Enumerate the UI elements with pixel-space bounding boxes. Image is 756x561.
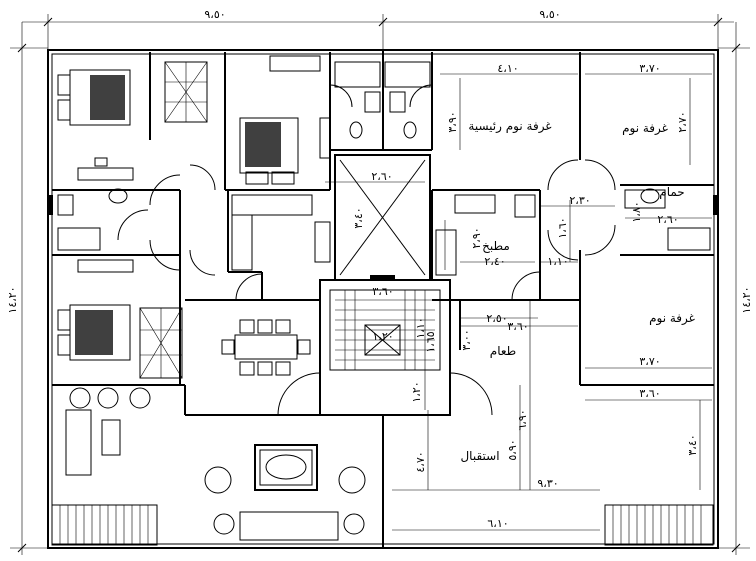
room-bedroom-top: غرفة نوم (622, 121, 668, 136)
dim-kitchen-width: ٢،٤٠ (484, 255, 505, 268)
top-dimension-line: ٩،٥٠ ٩،٥٠ (22, 8, 734, 52)
dim-reception-h3: ٤،٧٠ (414, 451, 427, 472)
wardrobe-icon (139, 307, 183, 379)
dim-hall: ١،٦٠ (556, 217, 569, 238)
dim-bath-width2: ٢،٦٠ (657, 213, 678, 226)
room-reception: استقبال (460, 449, 499, 463)
dim-bed3-width: ٣،٧٠ (639, 355, 660, 368)
dim-kitchen-depth: ٢،٩٠ (470, 227, 483, 248)
stair-core (277, 154, 493, 416)
dim-reception-h1: ٦،٩٠ (516, 409, 529, 430)
interior-dimension-lines (325, 73, 712, 531)
room-dining: طعام (490, 344, 516, 358)
dim-bed2-width: ٣،٧٠ (639, 62, 660, 75)
dim-bath-width: ٢،٣٠ (569, 194, 590, 207)
dim-right-height: ١٤،٢٠ (740, 286, 753, 313)
dim-top-right: ٩،٥٠ (539, 8, 560, 21)
dim-living-height: ٣،٤٠ (686, 434, 699, 455)
stair-treads (335, 290, 435, 370)
right-dimension-line: ١٤،٢٠ (718, 22, 753, 555)
balcony-railing (604, 504, 714, 546)
right-apartment-walls (383, 52, 714, 386)
room-labels: غرفة نوم رئيسية غرفة نوم حمام مطبخ غرفة … (460, 119, 694, 463)
dim-bed2-depth: ٢،٧٠ (676, 111, 689, 132)
dim-stair-core-width: ٢،٦٠ (371, 170, 392, 183)
dim-reception-width: ٩،٣٠ (537, 477, 558, 490)
dim-lift: ١،٢٠ (372, 330, 393, 343)
dim-stair-small1: ١،١٠ (414, 317, 427, 338)
dim-dining-w1: ٢،٥٠ (486, 312, 507, 325)
left-dimension-line: ١٤،٢٠ (6, 22, 48, 555)
dimension-labels: ٤،١٠ ٣،٧٠ ٣،٩٠ ٢،٧٠ ٢،٦٠ ٣،٤٠ ٢،٣٠ ١،٨٠ … (352, 62, 699, 530)
room-master-bedroom: غرفة نوم رئيسية (468, 119, 551, 134)
dim-master-bed-width: ٤،١٠ (497, 62, 518, 75)
dim-stair-depth: ٣،٠٠ (460, 329, 473, 350)
dim-master-bed-depth: ٣،٩٠ (446, 111, 459, 132)
doors (117, 84, 616, 301)
dim-stair-core-height: ٣،٤٠ (352, 207, 365, 228)
dim-reception-width2: ٦،١٠ (487, 517, 508, 530)
dim-bath-depth: ١،٨٠ (630, 201, 643, 222)
wardrobe-icon (164, 61, 208, 123)
room-kitchen: مطبخ (482, 239, 510, 253)
dim-stair-small2: ١،٦٥ (424, 331, 437, 352)
bed-icon (57, 304, 131, 361)
dim-living-width: ٣،٦٠ (639, 387, 660, 400)
sofa-icon (213, 511, 365, 541)
left-furniture (51, 55, 431, 546)
dim-top-left: ٩،٥٠ (204, 8, 225, 21)
dim-dining-w2: ٣،٦٠ (507, 320, 528, 333)
dim-left-height: ١٤،٢٠ (6, 286, 19, 313)
dim-landing: ١،٢٠ (410, 381, 423, 402)
right-furniture (435, 188, 714, 546)
outer-walls (47, 49, 719, 549)
dining-table-icon (221, 319, 311, 376)
rug-icon (254, 444, 318, 491)
bed-icon (239, 117, 299, 185)
sofa-icon (65, 387, 151, 476)
room-bedroom-mid: غرفة نوم (649, 311, 695, 326)
dim-hall-2: ١،١٠ (547, 255, 568, 268)
dim-reception-h2: ٥،٩٠ (506, 439, 519, 460)
room-bathroom: حمام (659, 185, 684, 199)
bed-icon (57, 69, 131, 126)
dim-stair-width: ٣،٦٠ (372, 285, 393, 298)
balcony-railing (51, 504, 158, 546)
